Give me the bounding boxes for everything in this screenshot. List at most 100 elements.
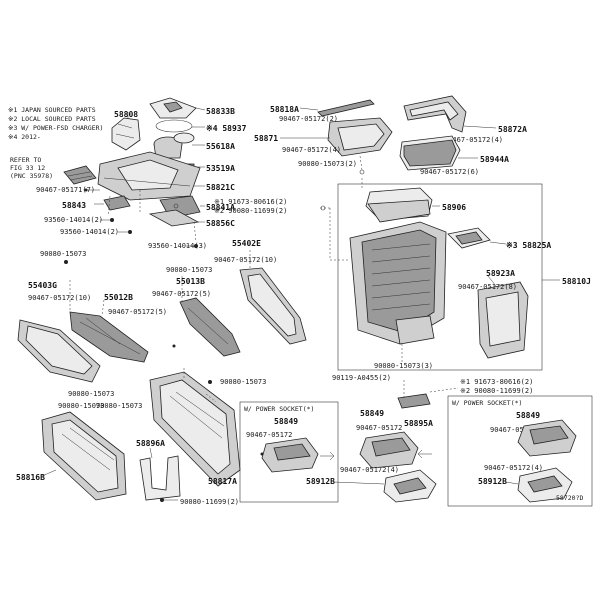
panel-58849-right[interactable] bbox=[517, 419, 577, 457]
label-58944A: 58944A bbox=[480, 155, 509, 164]
label-90467-05172-5a: 90467-05172(5) bbox=[108, 308, 167, 316]
note-refer-to: REFER TO bbox=[10, 156, 41, 164]
side-bracket-55013B[interactable] bbox=[179, 297, 241, 357]
label-90080-15073-lo4: 90080-15073 bbox=[220, 378, 266, 386]
gasket-ring-58937[interactable] bbox=[155, 119, 193, 133]
label-55403G: 55403G bbox=[28, 281, 57, 290]
note-model-year: ※4 2012- bbox=[8, 133, 41, 141]
label-58849-c: 58849 bbox=[516, 411, 540, 420]
label-90080-15073-lo1: 90080-15073 bbox=[68, 390, 114, 398]
label-w-power-socket-right: W/ POWER SOCKET(*) bbox=[452, 399, 522, 407]
console-lower-left-58816B[interactable] bbox=[41, 411, 127, 501]
bracket-58895A[interactable] bbox=[397, 393, 431, 409]
tray-58825A[interactable] bbox=[447, 227, 491, 249]
label-90467-05172-5b: 90467-05172(5) bbox=[152, 290, 211, 298]
label-90080-15073-lo3: 90080-15073 bbox=[58, 402, 104, 410]
label-90467-05172-10a: 90467-05172(10) bbox=[28, 294, 91, 302]
note-fig-ref: FIG 33 12 bbox=[10, 164, 45, 172]
label-90080-15073-3: 90080-15073(3) bbox=[374, 362, 433, 370]
label-90467-05172-4b: 90467-05172(4) bbox=[444, 136, 503, 144]
footer-code: 58720?D bbox=[556, 494, 583, 502]
side-trim-55402E[interactable] bbox=[239, 267, 307, 345]
label-58937: ※4 58937 bbox=[206, 124, 247, 133]
label-w-power-socket-left: W/ POWER SOCKET(*) bbox=[244, 405, 314, 413]
label-58825A: ※3 58825A bbox=[506, 241, 551, 250]
label-55012B: 55012B bbox=[104, 293, 133, 302]
armrest-base-58872A[interactable] bbox=[403, 95, 467, 133]
note-power-charger: ※3 W/ POWER-FSD CHARGER) bbox=[8, 124, 103, 132]
rear-panel-58923A[interactable] bbox=[477, 281, 529, 359]
armrest-cushion-58944A[interactable] bbox=[399, 135, 461, 171]
variant-box-right bbox=[447, 395, 593, 507]
bracket-plate-ref[interactable] bbox=[63, 165, 97, 185]
label-58895A: 58895A bbox=[404, 419, 433, 428]
label-58912B-b: 58912B bbox=[478, 477, 507, 486]
shift-boot-58808[interactable] bbox=[111, 117, 141, 151]
console-box-lid-58906[interactable] bbox=[365, 187, 433, 223]
armrest-pad-58818A[interactable] bbox=[317, 99, 375, 117]
note-local-sourced: ※2 LOCAL SOURCED PARTS bbox=[8, 115, 96, 123]
label-58817A: 58817A bbox=[208, 477, 237, 486]
label-90467-05171: 90467-05171(7) bbox=[36, 186, 95, 194]
panel-58849-left[interactable] bbox=[261, 437, 319, 473]
label-90467-05172-a: 90467-05172 bbox=[246, 431, 292, 439]
label-58816B: 58816B bbox=[16, 473, 45, 482]
label-55013B: 55013B bbox=[176, 277, 205, 286]
label-90467-05172-b: 90467-05172 bbox=[490, 426, 536, 434]
armrest-lid-58871[interactable] bbox=[327, 117, 393, 157]
trim-58912B-right[interactable] bbox=[517, 467, 573, 503]
bracket-58896A[interactable] bbox=[139, 455, 181, 501]
label-90080-11699: ※2 90080-11699(2) bbox=[214, 207, 287, 215]
label-55402E: 55402E bbox=[232, 239, 261, 248]
label-58912B-a: 58912B bbox=[306, 477, 335, 486]
label-90467-05172-10b: 90467-05172(10) bbox=[214, 256, 277, 264]
console-lower-right-58817A[interactable] bbox=[149, 371, 241, 487]
label-91673-80616-b: ※1 91673-80616(2) bbox=[460, 378, 533, 386]
label-58872A: 58872A bbox=[498, 125, 527, 134]
label-58906: 58906 bbox=[442, 203, 466, 212]
label-58849-a: 58849 bbox=[274, 417, 298, 426]
label-90467-05172-center: 90467-05172 bbox=[356, 424, 402, 432]
label-58818A: 58818A bbox=[270, 105, 299, 114]
label-90467-05172-6: 90467-05172(6) bbox=[420, 168, 479, 176]
label-90080-15073-left: 90080-15073 bbox=[40, 250, 86, 258]
label-58856C: 58856C bbox=[206, 219, 235, 228]
bracket-58843[interactable] bbox=[103, 195, 131, 211]
note-japan-sourced: ※1 JAPAN SOURCED PARTS bbox=[8, 106, 96, 114]
label-91673-80616: ※1 91673-80616(2) bbox=[214, 198, 287, 206]
label-58833B: 58833B bbox=[206, 107, 235, 116]
label-90467-05172-2a: 90467-05172(2) bbox=[279, 115, 338, 123]
label-58810J: 58810J bbox=[562, 277, 591, 286]
label-90467-05172-4c: 90467-05172(4) bbox=[340, 466, 399, 474]
side-bracket-55012B[interactable] bbox=[69, 311, 149, 363]
trim-58912B-center[interactable] bbox=[383, 469, 437, 503]
console-box-frame bbox=[337, 183, 543, 371]
label-90467-05172-4d: 90467-05172(4) bbox=[484, 464, 543, 472]
label-58849-b: 58849 bbox=[360, 409, 384, 418]
label-58841A: 58841A bbox=[206, 203, 235, 212]
cup-holder-55618A[interactable] bbox=[153, 132, 195, 159]
label-90080-15073-mid: 90080-15073 bbox=[166, 266, 212, 274]
note-pnc-ref: (PNC 35978) bbox=[10, 172, 53, 180]
label-93560-14014-a: 93560-14014(2) bbox=[44, 216, 103, 224]
label-90467-05172-4a: 90467-05172(4) bbox=[282, 146, 341, 154]
label-58871: 58871 bbox=[254, 134, 278, 143]
console-upper-panel-58821C[interactable] bbox=[97, 151, 201, 201]
label-90080-11699-b: ※2 90080-11699(2) bbox=[460, 387, 533, 395]
label-58821C: 58821C bbox=[206, 183, 235, 192]
shift-knob-plate-58833B[interactable] bbox=[149, 97, 197, 119]
label-90467-05172-8: 90467-05172(8) bbox=[458, 283, 517, 291]
label-58843: 58843 bbox=[62, 201, 86, 210]
label-58808: 58808 bbox=[114, 110, 138, 119]
label-93560-14014-c: 93560-14014(3) bbox=[148, 242, 207, 250]
label-58923A: 58923A bbox=[486, 269, 515, 278]
label-90119-A0455: 90119-A0455(2) bbox=[332, 374, 391, 382]
side-trim-55403G[interactable] bbox=[17, 319, 101, 383]
label-90080-15073-2: 90080-15073(2) bbox=[298, 160, 357, 168]
label-90080-15073-lo2: 90080-15073 bbox=[96, 402, 142, 410]
label-58896A: 58896A bbox=[136, 439, 165, 448]
panel-58849-center[interactable] bbox=[359, 431, 419, 469]
console-box-body[interactable] bbox=[349, 221, 447, 345]
label-93560-14014-b: 93560-14014(2) bbox=[60, 228, 119, 236]
